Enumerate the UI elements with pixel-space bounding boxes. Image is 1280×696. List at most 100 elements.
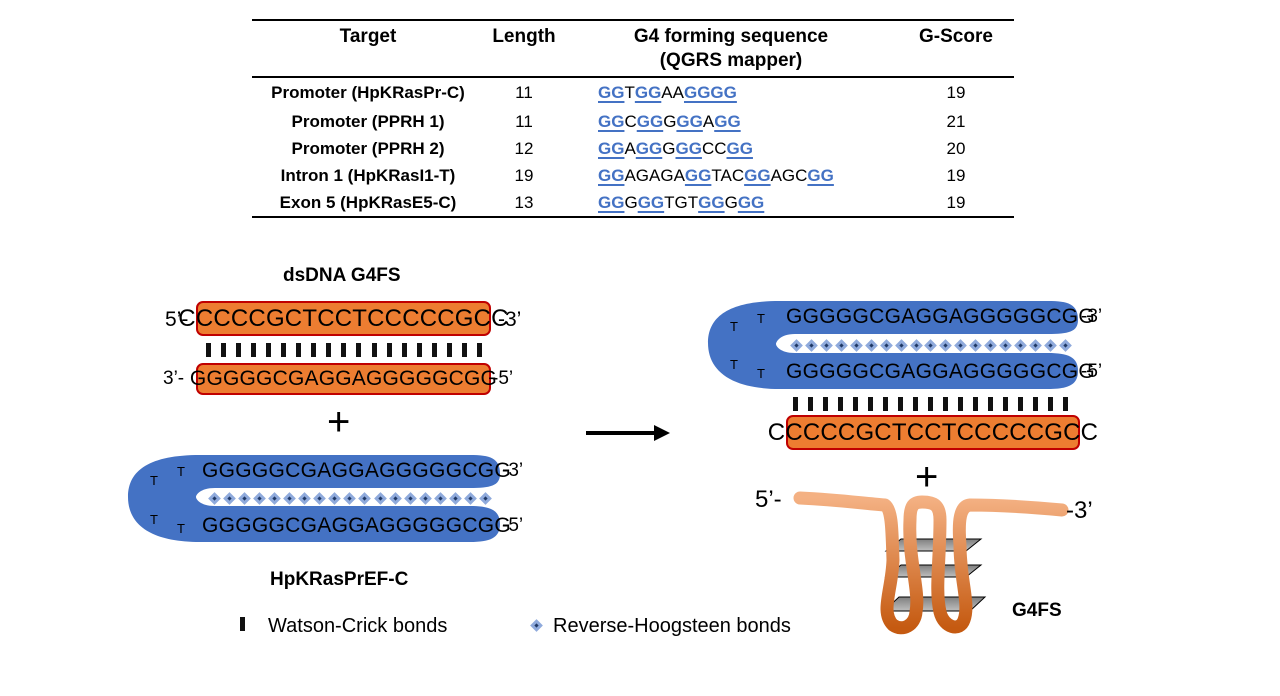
watson-crick-legend-icon bbox=[240, 617, 245, 631]
reverse-hoogsteen-bond bbox=[1029, 339, 1042, 352]
loop-bases: AGAGA bbox=[624, 165, 685, 185]
loop-bases: G bbox=[662, 138, 676, 158]
hairpin-right-top-suffix: -3’ bbox=[1081, 306, 1103, 327]
header-length: Length bbox=[484, 20, 564, 78]
ds-bottom-prefix: 3’- bbox=[163, 368, 185, 389]
legend-reverse-hoogsteen: Reverse-Hoogsteen bonds bbox=[553, 615, 791, 637]
bound-strand-sequence: CCCCCGCTCCTCCCCCGCC bbox=[767, 418, 1099, 446]
cell-gscore: 19 bbox=[946, 83, 966, 102]
reverse-hoogsteen-bond bbox=[1014, 339, 1027, 352]
watson-crick-bond bbox=[973, 397, 978, 411]
watson-crick-bond bbox=[296, 343, 302, 357]
reverse-hoogsteen-bonds-right bbox=[790, 339, 1072, 352]
loop-bases: A bbox=[624, 138, 636, 158]
loop-t: T bbox=[150, 473, 158, 488]
loop-t: T bbox=[730, 319, 738, 334]
reverse-hoogsteen-bond bbox=[849, 339, 863, 352]
reverse-hoogsteen-bond bbox=[448, 492, 462, 505]
hairpin-right-bottom-suffix: -5’ bbox=[1081, 361, 1103, 382]
header-sequence-line2: (QGRS mapper) bbox=[659, 50, 803, 71]
dsdna-title: dsDNA G4FS bbox=[283, 265, 401, 286]
reverse-hoogsteen-bond bbox=[954, 339, 968, 352]
watson-crick-bond bbox=[1063, 397, 1068, 411]
watson-crick-bond bbox=[281, 343, 287, 357]
g-tract-highlight: GG bbox=[737, 192, 765, 212]
plus-sign-left: + bbox=[327, 400, 351, 444]
watson-crick-bond bbox=[853, 397, 858, 411]
watson-crick-bond bbox=[1018, 397, 1023, 411]
watson-crick-bond bbox=[206, 343, 211, 357]
reverse-hoogsteen-bond bbox=[834, 339, 848, 352]
ds-bottom-strand: GGGGGCGAGGAGGGGGCGG bbox=[190, 363, 497, 395]
g-tract-highlight: GG bbox=[598, 83, 625, 102]
watson-crick-bond bbox=[401, 343, 407, 357]
g4-suffix: -3’ bbox=[1066, 497, 1093, 524]
reverse-hoogsteen-bond bbox=[343, 492, 357, 505]
loop-bases: G bbox=[663, 111, 677, 131]
ds-top-prefix: 5’- bbox=[165, 308, 189, 331]
g4-strand-rope bbox=[793, 491, 1069, 635]
loop-bases: TAC bbox=[711, 165, 745, 185]
ds-top-sequence: CCCCCGCTCCTCCCCCGCC bbox=[178, 304, 509, 332]
watson-crick-bond bbox=[341, 343, 347, 357]
reverse-hoogsteen-bond bbox=[1044, 339, 1057, 352]
cell-sequence: GGGGGTGTGGGGG bbox=[564, 189, 898, 217]
cell-length: 13 bbox=[514, 192, 534, 212]
header-target: Target bbox=[252, 20, 484, 78]
g-tract-highlight: GGGG bbox=[683, 83, 737, 102]
g-tract-highlight: GG bbox=[807, 165, 834, 185]
watson-crick-bond bbox=[431, 343, 437, 357]
watson-crick-bond bbox=[958, 397, 963, 411]
watson-crick-bonds-right bbox=[793, 397, 1068, 411]
watson-crick-bond bbox=[793, 397, 798, 411]
watson-crick-bond bbox=[371, 343, 377, 357]
g-tract-highlight: GG bbox=[598, 138, 625, 158]
watson-crick-bond bbox=[838, 397, 843, 411]
reverse-hoogsteen-bond bbox=[820, 339, 833, 352]
right-hairpin-shape bbox=[708, 301, 1078, 389]
reverse-hoogsteen-bond bbox=[403, 492, 417, 505]
loop-bases: G bbox=[724, 192, 738, 212]
plus-sign-right: + bbox=[915, 455, 939, 499]
g-tract-highlight: GG bbox=[598, 192, 625, 212]
g-tract-highlight: GG bbox=[598, 165, 625, 185]
cell-sequence: GGAGAGAGGTACGGAGCGG bbox=[564, 162, 898, 189]
watson-crick-bond bbox=[266, 343, 272, 357]
watson-crick-bond bbox=[988, 397, 993, 411]
reverse-hoogsteen-bond bbox=[388, 492, 402, 505]
reverse-hoogsteen-bond bbox=[418, 492, 432, 505]
g-tract-highlight: GG bbox=[698, 192, 725, 212]
ds-top-strand: CCCCCGCTCCTCCCCCGCC bbox=[178, 301, 509, 336]
reverse-hoogsteen-bond bbox=[283, 492, 297, 505]
watson-crick-bond bbox=[326, 343, 332, 357]
cell-length: 19 bbox=[514, 165, 534, 185]
cell-sequence: GGTGGAAGGGG bbox=[564, 77, 898, 108]
loop-t: T bbox=[150, 512, 158, 527]
cell-target: Promoter (HpKRasPr-C) bbox=[271, 83, 465, 102]
g-tract-highlight: GG bbox=[636, 111, 664, 131]
g4-prefix: 5’- bbox=[755, 486, 782, 513]
watson-crick-bond bbox=[1048, 397, 1053, 411]
reverse-hoogsteen-bond bbox=[253, 492, 267, 505]
watson-crick-bond bbox=[236, 343, 242, 357]
watson-crick-bond bbox=[928, 397, 933, 411]
hairpin-right-bottom-sequence: GGGGGCGAGGAGGGGGCGG bbox=[786, 360, 1096, 383]
reaction-arrow-head bbox=[654, 425, 670, 441]
cell-length: 12 bbox=[514, 138, 534, 158]
loop-bases: A bbox=[702, 111, 715, 131]
hairpin-left-bottom-sequence: GGGGGCGAGGAGGGGGCGG bbox=[202, 514, 512, 537]
ds-bottom-suffix: -5’ bbox=[492, 368, 514, 389]
reverse-hoogsteen-bond bbox=[238, 492, 251, 505]
g4-sequence-table: Target Length G4 forming sequence (QGRS … bbox=[252, 19, 1014, 218]
loop-bases: C bbox=[624, 111, 637, 131]
left-hairpin-shape bbox=[128, 455, 500, 542]
cell-gscore: 21 bbox=[946, 111, 966, 131]
g-tract-highlight: GG bbox=[637, 192, 665, 212]
cell-target: Promoter (PPRH 1) bbox=[291, 111, 445, 131]
loop-t: T bbox=[757, 311, 765, 326]
reverse-hoogsteen-bond bbox=[223, 492, 236, 505]
header-sequence-line1: G4 forming sequence bbox=[633, 26, 829, 47]
